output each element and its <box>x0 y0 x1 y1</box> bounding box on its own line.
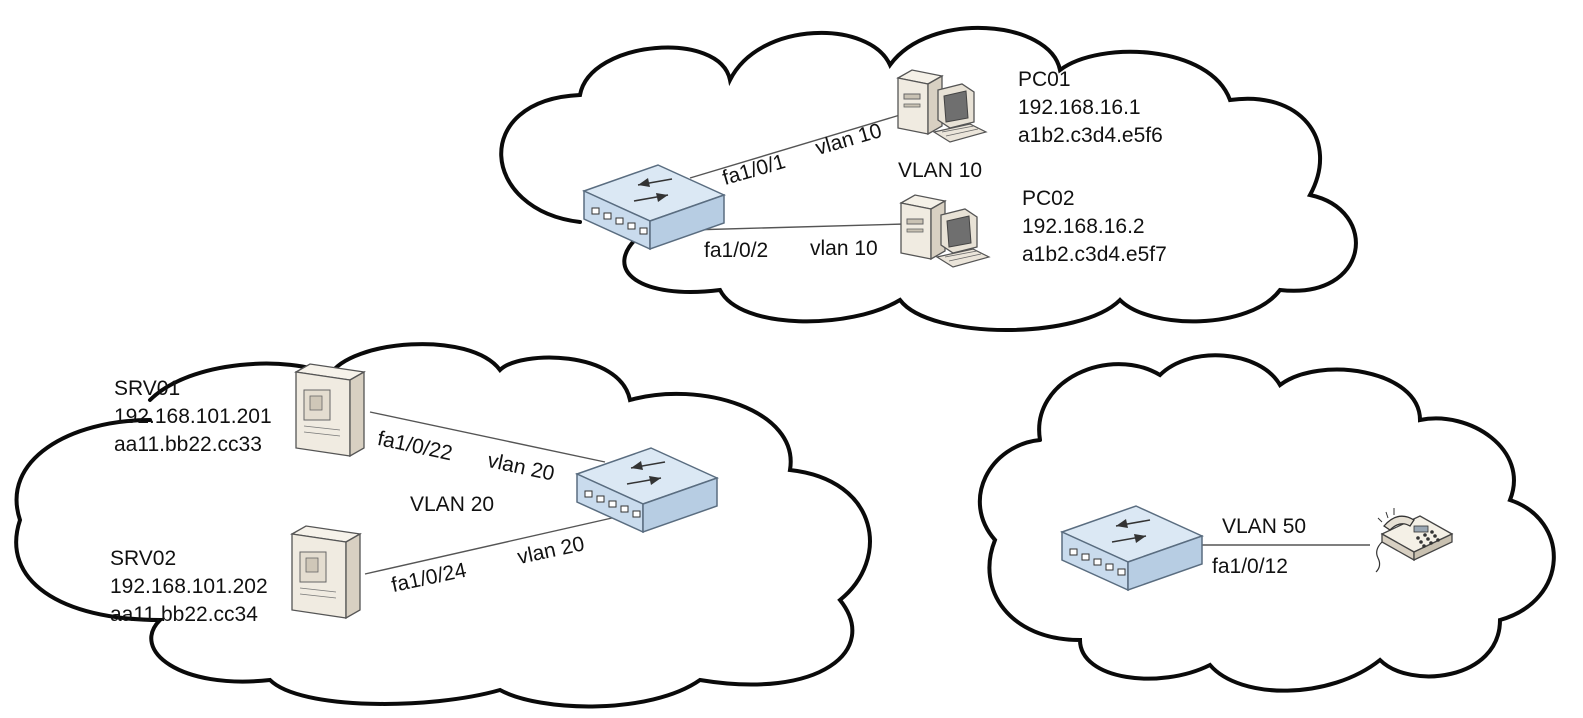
vlan20-label: VLAN 20 <box>410 493 495 516</box>
vlan-tag-pc02: vlan 10 <box>810 237 878 260</box>
pc01-mac: a1b2.c3d4.e5f6 <box>1018 124 1163 147</box>
port-fa1-0-2: fa1/0/2 <box>704 239 769 262</box>
pc02-ip: 192.168.16.2 <box>1022 215 1145 238</box>
pc02-name: PC02 <box>1022 187 1075 210</box>
pc01-info: PC01 192.168.16.1 a1b2.c3d4.e5f6 <box>1018 66 1163 150</box>
srv02-icon <box>291 525 361 619</box>
port-fa1-0-12: fa1/0/12 <box>1212 555 1288 578</box>
srv02-name: SRV02 <box>110 547 177 570</box>
pc01-icon <box>897 69 987 143</box>
srv02-ip: 192.168.101.202 <box>110 575 268 598</box>
cloud-vlan50 <box>977 353 1556 693</box>
pc01-ip: 192.168.16.1 <box>1018 96 1141 119</box>
srv01-ip: 192.168.101.201 <box>114 405 272 428</box>
pc02-info: PC02 192.168.16.2 a1b2.c3d4.e5f7 <box>1022 185 1167 269</box>
switch-vlan50-icon <box>1061 505 1203 591</box>
srv01-name: SRV01 <box>114 377 181 400</box>
pc01-name: PC01 <box>1018 68 1071 91</box>
switch-vlan10-icon <box>583 164 725 250</box>
vlan10-label: VLAN 10 <box>898 159 983 182</box>
pc02-icon <box>900 194 990 268</box>
srv01-icon <box>295 363 365 457</box>
link-srv02-to-switch <box>364 517 613 575</box>
pc02-mac: a1b2.c3d4.e5f7 <box>1022 243 1167 266</box>
srv01-mac: aa11.bb22.cc33 <box>114 433 262 456</box>
ip-phone-icon <box>1375 507 1453 573</box>
srv02-info: SRV02 192.168.101.202 aa11.bb22.cc34 <box>110 545 268 629</box>
link-srv01-to-switch <box>369 411 606 463</box>
cloud-vlan20 <box>14 342 872 709</box>
link-switch-to-pc01 <box>689 114 901 179</box>
link-switch-to-pc02 <box>689 223 906 231</box>
vlan50-label: VLAN 50 <box>1222 515 1307 538</box>
srv01-info: SRV01 192.168.101.201 aa11.bb22.cc33 <box>114 375 272 459</box>
srv02-mac: aa11.bb22.cc34 <box>110 603 258 626</box>
cloud-vlan10 <box>499 26 1358 332</box>
